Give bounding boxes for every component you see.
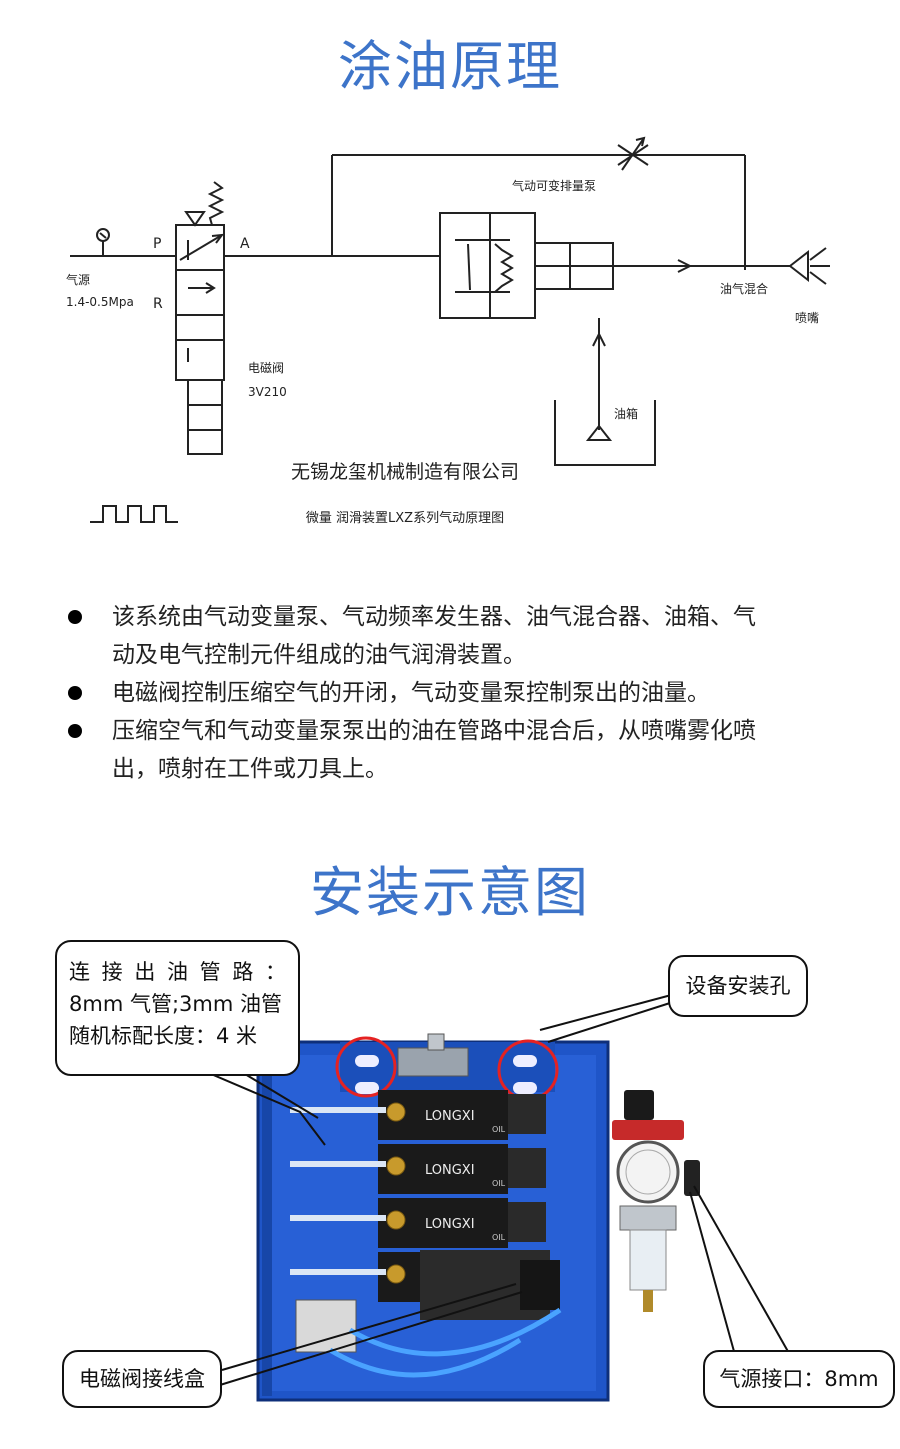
oil-pipe-callout: 连接出油管路： 8mm 气管;3mm 油管 随机标配长度：4 米 <box>55 940 300 1076</box>
mount-hole <box>355 1055 379 1067</box>
pressure-label: 1.4-0.5Mpa <box>66 295 134 309</box>
valve-flow-arrow <box>179 234 223 261</box>
junction-box-callout: 电磁阀接线盒 <box>62 1350 222 1408</box>
module-label: OIL <box>492 1125 506 1134</box>
callout-line: 随机标配长度：4 米 <box>69 1024 258 1048</box>
brand-label: LONGXI <box>425 1217 475 1232</box>
company-name: 无锡龙玺机械制造有限公司 <box>291 461 519 483</box>
bullet-dot-icon <box>68 686 82 700</box>
bullet-dot-icon <box>68 724 82 738</box>
callout-line: 8mm 气管;3mm 油管 <box>69 992 282 1016</box>
mount-hole-highlight <box>335 1036 397 1098</box>
module-label: OIL <box>492 1233 506 1242</box>
solenoid-valve-label: 电磁阀 <box>248 360 284 375</box>
air-inlet-fitting <box>684 1160 700 1196</box>
bullet-dot-icon <box>68 610 82 624</box>
port-p-label: P <box>153 236 161 252</box>
callout-line: 连接出油管路： <box>69 960 286 984</box>
oil-filter-icon <box>585 424 613 441</box>
installation-title: 安装示意图 <box>310 861 590 924</box>
mount-hole-callout: 设备安装孔 <box>668 955 808 1017</box>
port-r-label: R <box>153 296 163 312</box>
schematic-caption: 微量 润滑装置LXZ系列气动原理图 <box>306 510 504 526</box>
pulse-signal-icon <box>90 505 178 523</box>
port-a-label: A <box>240 236 250 252</box>
junction-box <box>520 1260 560 1310</box>
oil-tank-label: 油箱 <box>614 406 638 421</box>
nozzle-icon <box>789 249 809 283</box>
installation-illustration: LONGXI LONGXI LONGXI LONGXI OIL OIL OIL … <box>189 989 791 1402</box>
oil-tank <box>554 400 656 466</box>
pilot-icon <box>184 211 206 227</box>
brand-label: LONGXI <box>425 1109 475 1124</box>
pump-label: 气动可变排量泵 <box>512 178 596 193</box>
nozzle-label: 喷嘴 <box>795 311 819 325</box>
solenoid-coil <box>187 379 223 455</box>
pump-body <box>439 212 536 319</box>
spring-icon <box>207 181 225 226</box>
brand-label: LONGXI <box>425 1163 475 1178</box>
air-inlet-callout: 气源接口：8mm <box>703 1350 895 1408</box>
air-source-label: 气源 <box>66 272 90 287</box>
hose-fittings <box>290 1102 406 1284</box>
principle-title: 涂油原理 <box>338 35 562 98</box>
mount-hole <box>513 1055 537 1067</box>
filter-regulator <box>612 1090 700 1312</box>
description-list: 该系统由气动变量泵、气动频率发生器、油气混合器、油箱、气 动及电气控制元件组成的… <box>66 598 836 788</box>
module-label: OIL <box>492 1179 506 1188</box>
pump-spring-icon <box>494 243 514 293</box>
valve-model-label: 3V210 <box>248 385 287 399</box>
frequency-generator <box>295 1299 357 1353</box>
list-item: 电磁阀控制压缩空气的开闭，气动变量泵控制泵出的油量。 <box>66 674 836 712</box>
lubrication-schematic: P A R 气源 1.4-0.5Mpa 电磁阀 3V210 气动可变排量泵 油气… <box>66 136 830 526</box>
oil-air-mix-label: 油气混合 <box>720 281 768 296</box>
list-item: 该系统由气动变量泵、气动频率发生器、油气混合器、油箱、气 动及电气控制元件组成的… <box>66 598 836 674</box>
list-item: 压缩空气和气动变量泵泵出的油在管路中混合后，从喷嘴雾化喷 出，喷射在工件或刀具上… <box>66 712 836 788</box>
